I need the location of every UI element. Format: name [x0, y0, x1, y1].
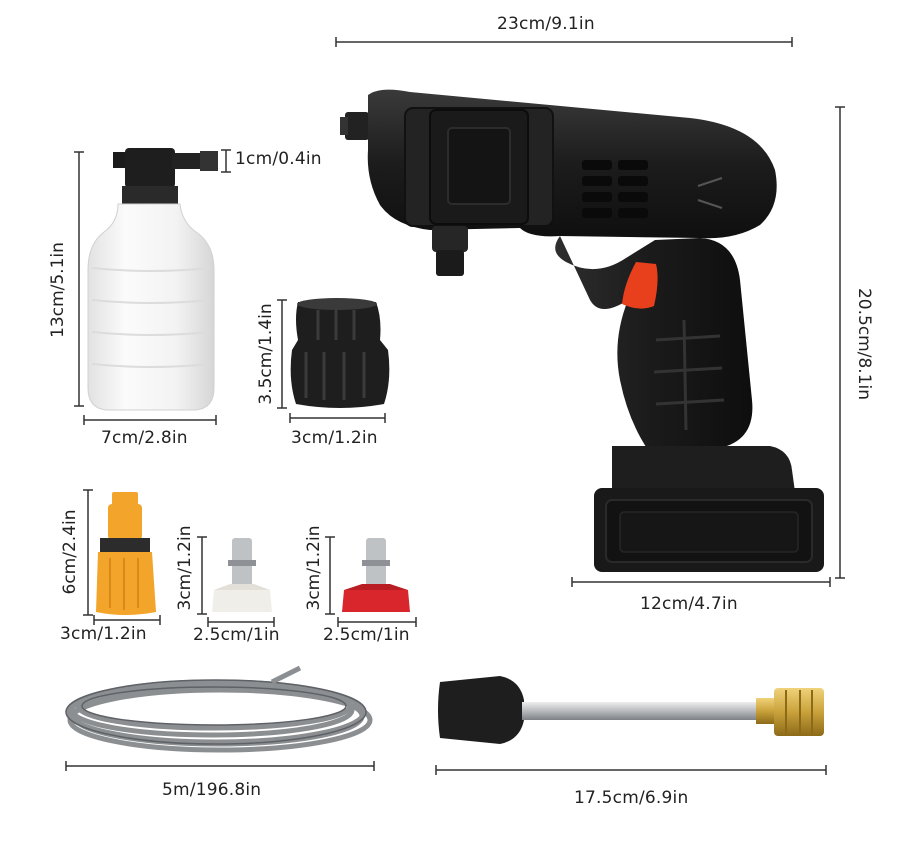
hose-length-label: 5m/196.8in [162, 780, 262, 800]
bottle-width-label: 7cm/2.8in [101, 428, 188, 448]
adapter-height-label: 3.5cm/1.4in [256, 303, 276, 405]
red-nozzle-height-label: 3cm/1.2in [304, 525, 324, 611]
bottle-connector-label: 1cm/0.4in [235, 149, 322, 169]
white-nozzle-height-label: 3cm/1.2in [175, 525, 195, 611]
quick-connector-width-label: 3cm/1.2in [60, 624, 147, 644]
gun-height-label: 20.5cm/8.1in [854, 287, 874, 401]
red-nozzle-width-label: 2.5cm/1in [323, 625, 410, 645]
adapter-width-label: 3cm/1.2in [291, 428, 378, 448]
battery-width-label: 12cm/4.7in [640, 594, 738, 614]
gun-width-label: 23cm/9.1in [497, 14, 595, 34]
white-nozzle-width-label: 2.5cm/1in [193, 625, 280, 645]
wand-length-label: 17.5cm/6.9in [574, 788, 689, 808]
bottle-height-label: 13cm/5.1in [48, 242, 68, 338]
quick-connector-height-label: 6cm/2.4in [60, 509, 80, 595]
